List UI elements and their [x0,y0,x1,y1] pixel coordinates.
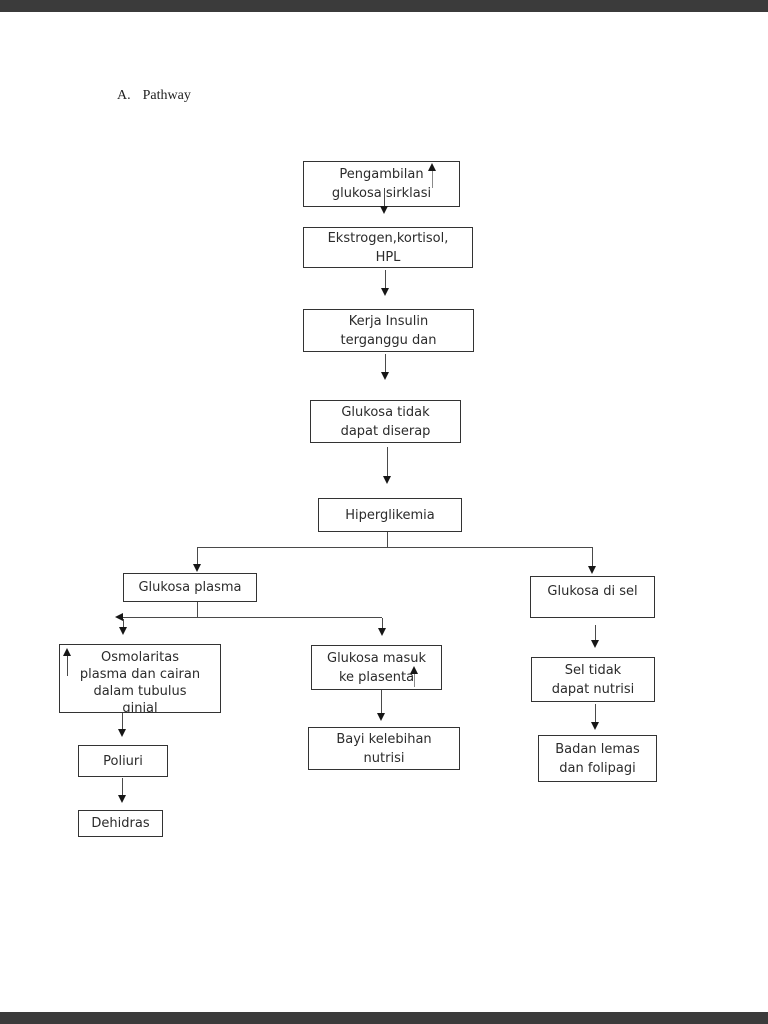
node-text: Badan lemas [555,741,640,757]
page-title: A. Pathway [117,88,191,104]
node-glukosa-masuk-plasenta: Glukosa masuk ke plasenta [311,645,442,690]
node-text: dalam tubulus [93,684,187,699]
flow-line [122,778,123,795]
increase-arrow-stem [432,171,433,188]
flow-line [595,704,596,722]
flow-line [384,188,385,206]
flow-line [123,619,124,627]
node-text: Bayi kelebihan [336,731,432,747]
node-text: dan folipagi [559,760,636,776]
arrow-left-icon [115,613,123,621]
bottom-letterbox-bar [0,1012,768,1024]
node-dehidras: Dehidras [78,810,163,837]
node-osmolaritas: Osmolaritas plasma dan cairan dalam tubu… [59,644,221,713]
node-text: ke plasenta [338,669,415,685]
node-text: Poliuri [103,753,143,769]
node-text: HPL [375,249,401,265]
flow-line [197,547,593,548]
heading-label: Pathway [142,88,191,103]
arrow-down-icon [591,640,599,648]
node-text: Glukosa masuk [327,650,426,666]
node-text: Pengambilan [339,167,424,182]
flow-line [382,618,383,628]
flow-line [387,447,388,476]
flow-line [197,602,198,618]
node-glukosa-tidak-diserap: Glukosa tidak dapat diserap [310,400,461,443]
node-text: Glukosa plasma [138,580,242,595]
node-text: ginjal [122,701,158,713]
node-badan-lemas: Badan lemas dan folipagi [538,735,657,782]
node-poliuri: Poliuri [78,745,168,777]
top-letterbox-bar [0,0,768,12]
flow-line [121,617,382,618]
node-text: nutrisi [363,750,405,766]
increase-arrow-stem [67,656,68,676]
heading-number: A. [117,88,131,103]
node-text: Dehidras [91,816,150,831]
node-text: glukosa sirklasi [331,186,432,201]
arrow-down-icon [193,564,201,572]
node-text: Glukosa tidak [341,404,430,420]
node-text: Osmolaritas [101,650,179,665]
node-text: terganggu dan [340,332,437,348]
arrow-down-icon [588,566,596,574]
flow-line [122,713,123,729]
arrow-down-icon [378,628,386,636]
flow-line [197,547,198,564]
arrow-down-icon [119,627,127,635]
node-ekstrogen-kortisol-hpl: Ekstrogen,kortisol, HPL [303,227,473,268]
arrow-down-icon [381,288,389,296]
node-text: Sel tidak [564,662,622,678]
node-text: Kerja Insulin [348,313,429,329]
arrow-down-icon [377,713,385,721]
arrow-down-icon [380,206,388,214]
flow-line [381,690,382,713]
increase-arrow-stem [414,674,415,687]
flow-line [385,270,386,288]
node-text: plasma dan cairan [79,667,201,682]
node-bayi-kelebihan-nutrisi: Bayi kelebihan nutrisi [308,727,460,770]
increase-arrow-icon [428,163,436,171]
arrow-down-icon [383,476,391,484]
arrow-down-icon [591,722,599,730]
increase-arrow-icon [410,666,418,674]
arrow-down-icon [381,372,389,380]
flow-line [385,354,386,372]
node-text: Ekstrogen,kortisol, [327,230,449,246]
increase-arrow-icon [63,648,71,656]
flow-line [387,532,388,548]
arrow-down-icon [118,795,126,803]
flow-line [595,625,596,640]
node-glukosa-plasma: Glukosa plasma [123,573,257,602]
node-kerja-insulin: Kerja Insulin terganggu dan [303,309,474,352]
node-text: Hiperglikemia [345,507,435,523]
node-text: dapat nutrisi [551,681,635,697]
node-hiperglikemia: Hiperglikemia [318,498,462,532]
node-text: Glukosa di sel [547,584,638,599]
arrow-down-icon [118,729,126,737]
node-text: dapat diserap [340,423,431,439]
node-glukosa-di-sel: Glukosa di sel [530,576,655,618]
flow-line [592,547,593,566]
node-pengambilan-glukosa: Pengambilan glukosa sirklasi [303,161,460,207]
node-sel-tidak-nutrisi: Sel tidak dapat nutrisi [531,657,655,702]
